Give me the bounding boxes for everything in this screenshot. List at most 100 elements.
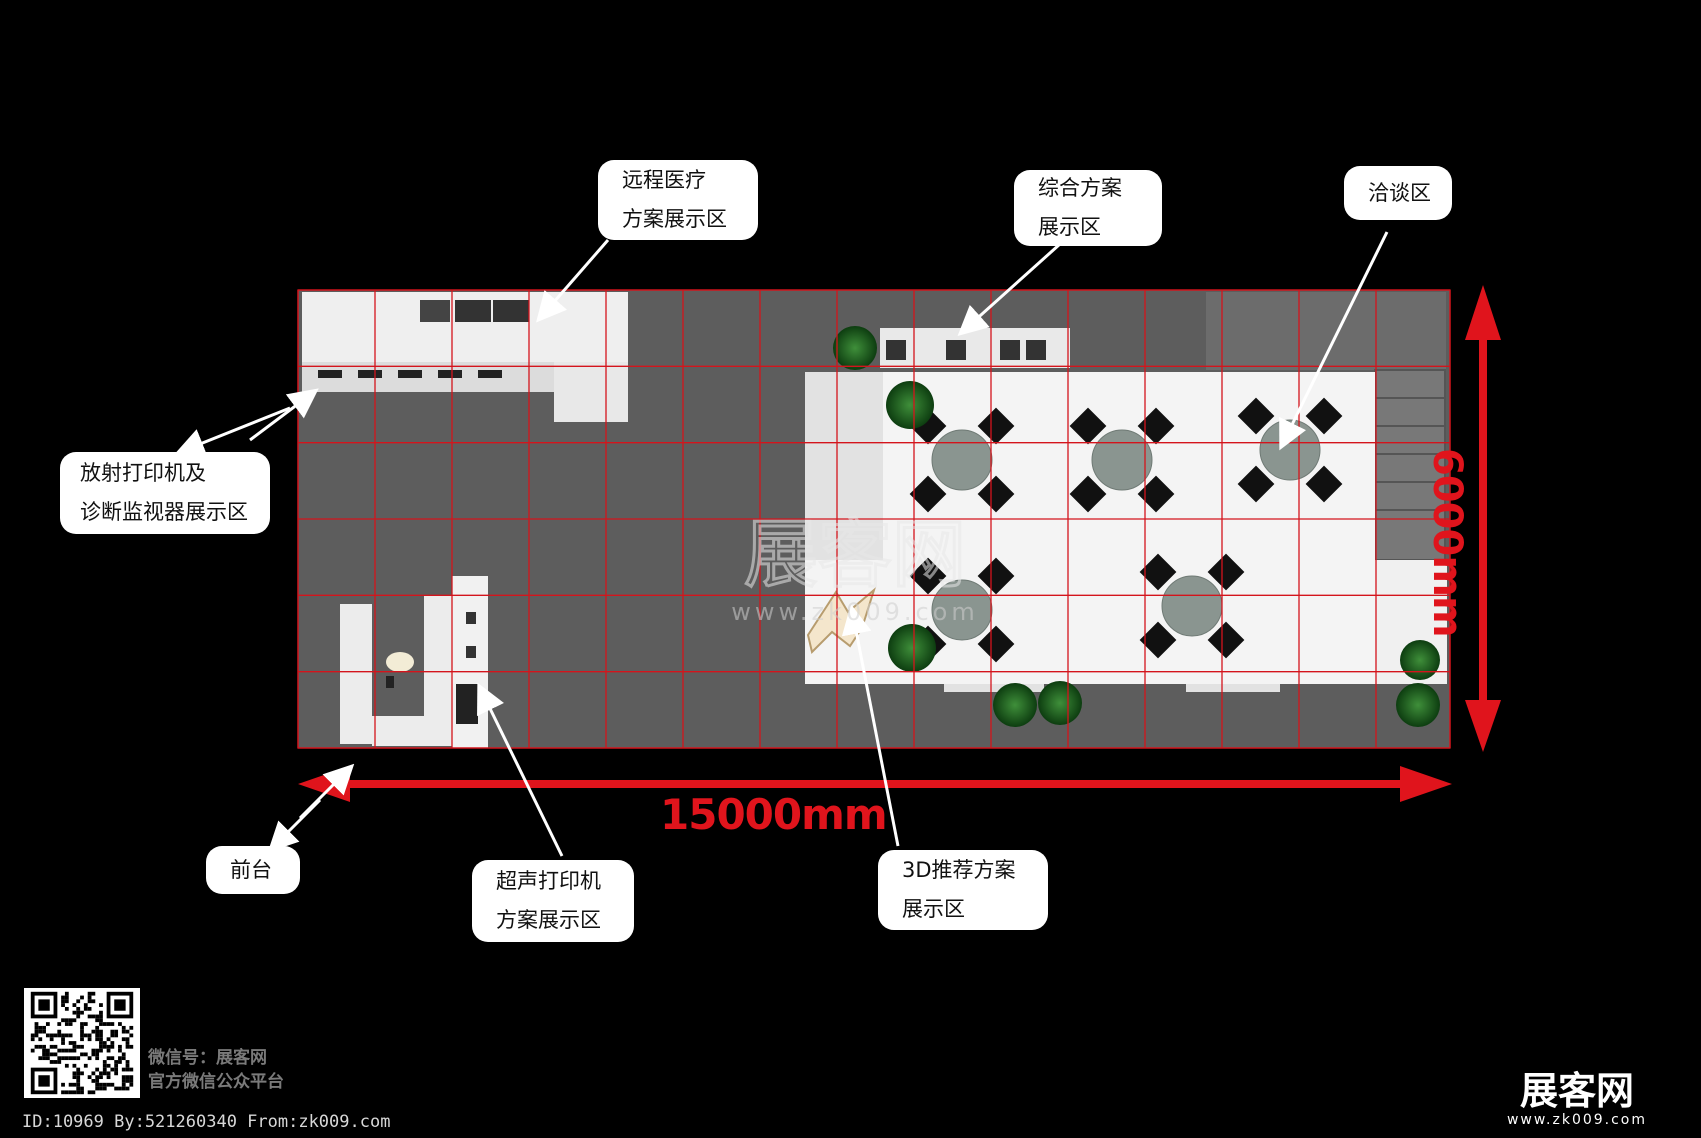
qr-module (49, 1044, 54, 1049)
qr-module (72, 1003, 77, 1007)
qr-module (99, 1033, 103, 1038)
qr-module (49, 1037, 54, 1042)
qr-module (38, 1056, 43, 1061)
brand-logo-url: www.zk009.com (1507, 1112, 1647, 1128)
arrow-front-desk-b (267, 798, 322, 853)
callout-3d-line1: 3D推荐方案 (902, 858, 1016, 882)
qr-module (72, 1010, 77, 1015)
qr-module (49, 1052, 54, 1057)
qr-module (102, 1060, 107, 1064)
qr-module (68, 1082, 73, 1087)
qr-module (106, 1063, 111, 1068)
chair (977, 625, 1015, 663)
qr-module (125, 1086, 130, 1091)
callout-negotiation: 洽谈区 (1344, 166, 1452, 220)
qr-module (102, 1086, 107, 1091)
qr-module (110, 1082, 115, 1087)
qr-module (53, 1052, 58, 1057)
qr-module (102, 1082, 107, 1087)
qr-module (76, 1006, 81, 1011)
qr-module (80, 1025, 84, 1030)
qr-module (121, 1029, 126, 1034)
qr-module (87, 1014, 92, 1019)
qr-module (45, 1033, 50, 1038)
grid-border (297, 289, 1451, 749)
qr-code-image (24, 988, 140, 1098)
qr-module (114, 1029, 119, 1034)
qr-module (95, 1056, 100, 1061)
qr-module (110, 1044, 115, 1049)
qr-module (102, 1067, 107, 1072)
radiology-display-cabinet (302, 292, 628, 422)
qr-module (110, 1033, 115, 1038)
qr-module (72, 1075, 77, 1080)
qr-module (83, 1003, 88, 1007)
qr-module (99, 1037, 103, 1042)
qr-module (68, 1022, 73, 1026)
qr-module (106, 1082, 111, 1087)
qr-module (125, 1063, 130, 1068)
height-dimension-label: 6000mm (1424, 448, 1470, 637)
qr-finder (38, 999, 50, 1011)
qr-module (57, 1029, 62, 1034)
qr-module (102, 1063, 107, 1068)
qr-module (114, 1086, 119, 1091)
callout-radiology-line1: 放射打印机及 (80, 461, 206, 485)
qr-module (125, 1060, 130, 1064)
qr-module (102, 1022, 107, 1026)
qr-finder (114, 999, 126, 1011)
round-table (931, 429, 993, 491)
qr-module (68, 1090, 73, 1095)
chair (1139, 621, 1177, 659)
qr-module (57, 1056, 62, 1061)
qr-module (95, 1018, 100, 1023)
callout-front-desk: 前台 (206, 846, 300, 894)
qr-module (83, 1006, 88, 1011)
watermark-url: www.zk009.com (731, 598, 979, 626)
plants (833, 326, 1440, 727)
qr-module (80, 995, 84, 1000)
qr-module (42, 1048, 46, 1053)
round-table (1161, 575, 1223, 637)
qr-module (87, 999, 92, 1004)
qr-module (64, 1006, 69, 1011)
qr-module (64, 1056, 69, 1061)
qr-module (87, 1033, 92, 1038)
qr-module (99, 1003, 103, 1007)
chair (1137, 407, 1175, 445)
qr-module (114, 1071, 119, 1076)
qr-module (129, 1044, 134, 1049)
qr-module (38, 1025, 43, 1030)
qr-module (61, 1033, 65, 1038)
callout-integrated-line1: 综合方案 (1038, 176, 1122, 200)
qr-module (38, 1029, 43, 1034)
qr-module (57, 1048, 62, 1053)
qr-module (110, 1067, 115, 1072)
qr-module (53, 1060, 58, 1064)
callout-ultrasound-line2: 方案展示区 (496, 908, 601, 932)
qr-module (38, 1037, 43, 1042)
qr-module (80, 1033, 84, 1038)
qr-module (91, 1052, 96, 1057)
table-with-chairs (909, 407, 1015, 513)
qr-module (118, 1022, 122, 1026)
qr-module (64, 995, 69, 1000)
qr-module (34, 1029, 39, 1034)
qr-module (106, 1022, 111, 1026)
qr-module (106, 1048, 111, 1053)
qr-module (95, 1014, 100, 1019)
chair (909, 557, 947, 595)
qr-module (68, 1018, 73, 1023)
qr-module (72, 1044, 77, 1049)
qr-module (76, 1086, 81, 1091)
qr-module (99, 1082, 103, 1087)
qr-module (64, 1063, 69, 1068)
qr-module (76, 1014, 81, 1019)
chair (977, 557, 1015, 595)
arrow-3d (841, 604, 900, 847)
arrow-integrated (957, 242, 1062, 337)
qr-module (76, 1082, 81, 1087)
qr-module (72, 1056, 77, 1061)
qr-module (64, 999, 69, 1004)
qr-module (95, 1075, 100, 1080)
